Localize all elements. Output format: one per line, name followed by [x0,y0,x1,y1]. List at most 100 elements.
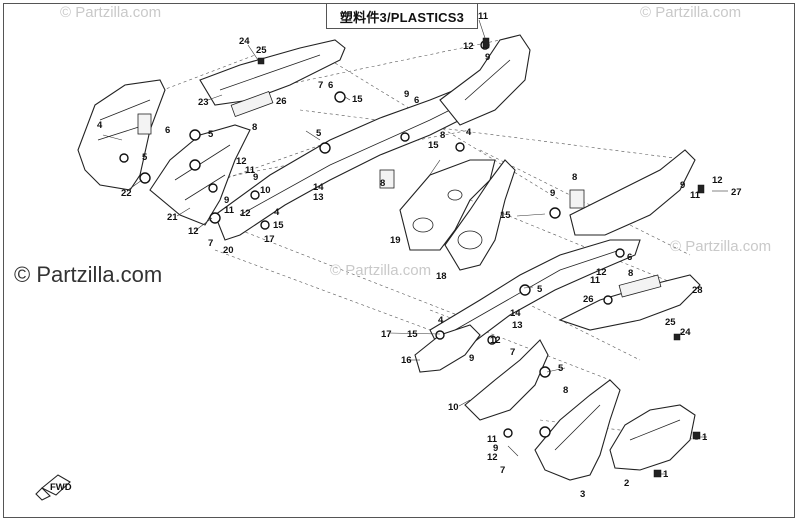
partzilla-watermark: © Partzilla.com [14,262,163,287]
callout: 8 [563,385,568,396]
partzilla-watermark-faint: © Partzilla.com [330,262,432,279]
callout: 15 [428,140,439,151]
callout: 11 [478,11,489,22]
lower-cover-16 [414,324,481,373]
callout: 5 [142,152,148,163]
callout: 18 [436,271,447,282]
callout: 15 [407,329,418,340]
fwd-label: FWD [50,482,72,493]
callout: 12 [596,267,607,278]
callout: 15 [273,220,284,231]
callout: 15 [500,210,511,221]
callout: 8 [252,122,257,133]
partzilla-watermark-faint: © Partzilla.com [60,4,162,21]
callout: 13 [313,192,324,203]
callout: 7 [500,465,505,476]
callout: 4 [97,120,103,131]
callout: 25 [665,317,676,328]
callout: 12 [240,208,251,219]
callout: 7 [208,238,213,249]
callout: 5 [316,128,322,139]
callout: 11 [487,434,498,445]
callout: 6 [414,95,419,106]
callout: 16 [401,355,412,366]
callout: 26 [276,96,287,107]
callout: 11 [224,205,235,216]
upper-right-rail [439,34,531,126]
callout: 17 [381,329,392,340]
callout: 9 [253,172,258,183]
callout: 4 [438,315,444,326]
callout: 28 [692,285,703,296]
callout: 17 [264,234,275,245]
callout: 12 [463,41,474,52]
callout: 13 [512,320,523,331]
callout: 24 [680,327,691,338]
callout: 27 [731,187,742,198]
callout: 15 [352,94,363,105]
callout: 5 [537,284,543,295]
bottom-cover-2 [609,404,696,471]
callout: 12 [490,335,501,346]
callout: 9 [224,195,229,206]
callout: 12 [188,226,199,237]
bottom-cover-3 [534,379,621,481]
lower-trim-10 [464,339,549,421]
callout: 23 [198,97,209,108]
callout: 9 [493,443,498,454]
front-left-trim [77,79,166,191]
callout: 6 [627,252,632,263]
callout: 9 [550,188,555,199]
callout: 9 [404,89,409,100]
callout: 11 [690,190,701,201]
callout: 21 [167,212,178,223]
callout: 24 [239,36,250,47]
partzilla-watermark-faint: © Partzilla.com [670,238,772,255]
callout: 8 [440,130,445,141]
callout: 10 [448,402,459,413]
callout: 12 [712,175,723,186]
callout: 22 [121,188,132,199]
callout: 25 [256,45,267,56]
callout: 4 [466,127,472,138]
callout: 7 [510,347,515,358]
callout-labels: 27 11 12 9 24 25 23 26 8 7 6 15 9 6 4 6 … [97,11,742,500]
callout: 8 [380,178,385,189]
callout: 12 [236,156,247,167]
callout: 12 [487,452,498,463]
side-cover-19 [399,159,496,251]
callout: 19 [390,235,401,246]
callout: 11 [245,165,256,176]
right-long-cover [558,274,701,331]
callout: 14 [510,308,521,319]
callout: 1 [702,432,708,443]
callout: 2 [624,478,629,489]
bracket-cover-18 [444,159,516,271]
callout: 6 [165,125,170,136]
left-frame-cover [149,124,251,226]
callout: 8 [572,172,577,183]
diagram-title: 塑料件3/PLASTICS3 [339,9,465,25]
partzilla-watermark-faint: © Partzilla.com [640,4,742,21]
callout: 9 [485,52,490,63]
callout: 11 [590,275,601,286]
callout: 4 [274,207,280,218]
fwd-arrow-icon: FWD [35,474,72,501]
callout: 6 [328,80,333,91]
callout: 14 [313,182,324,193]
upper-cowl-left [199,39,346,117]
right-upper-panel [569,149,696,236]
callout: 20 [223,245,234,256]
callout: 3 [580,489,585,500]
callout: 26 [583,294,594,305]
callout: 9 [680,180,685,191]
callout: 5 [208,129,214,140]
callout: 10 [260,185,271,196]
callout: 5 [558,363,564,374]
callout: 8 [628,268,633,279]
callout: 7 [318,80,323,91]
callout: 9 [469,353,474,364]
callout: 1 [663,469,669,480]
title-box: 塑料件3/PLASTICS3 [326,3,478,29]
